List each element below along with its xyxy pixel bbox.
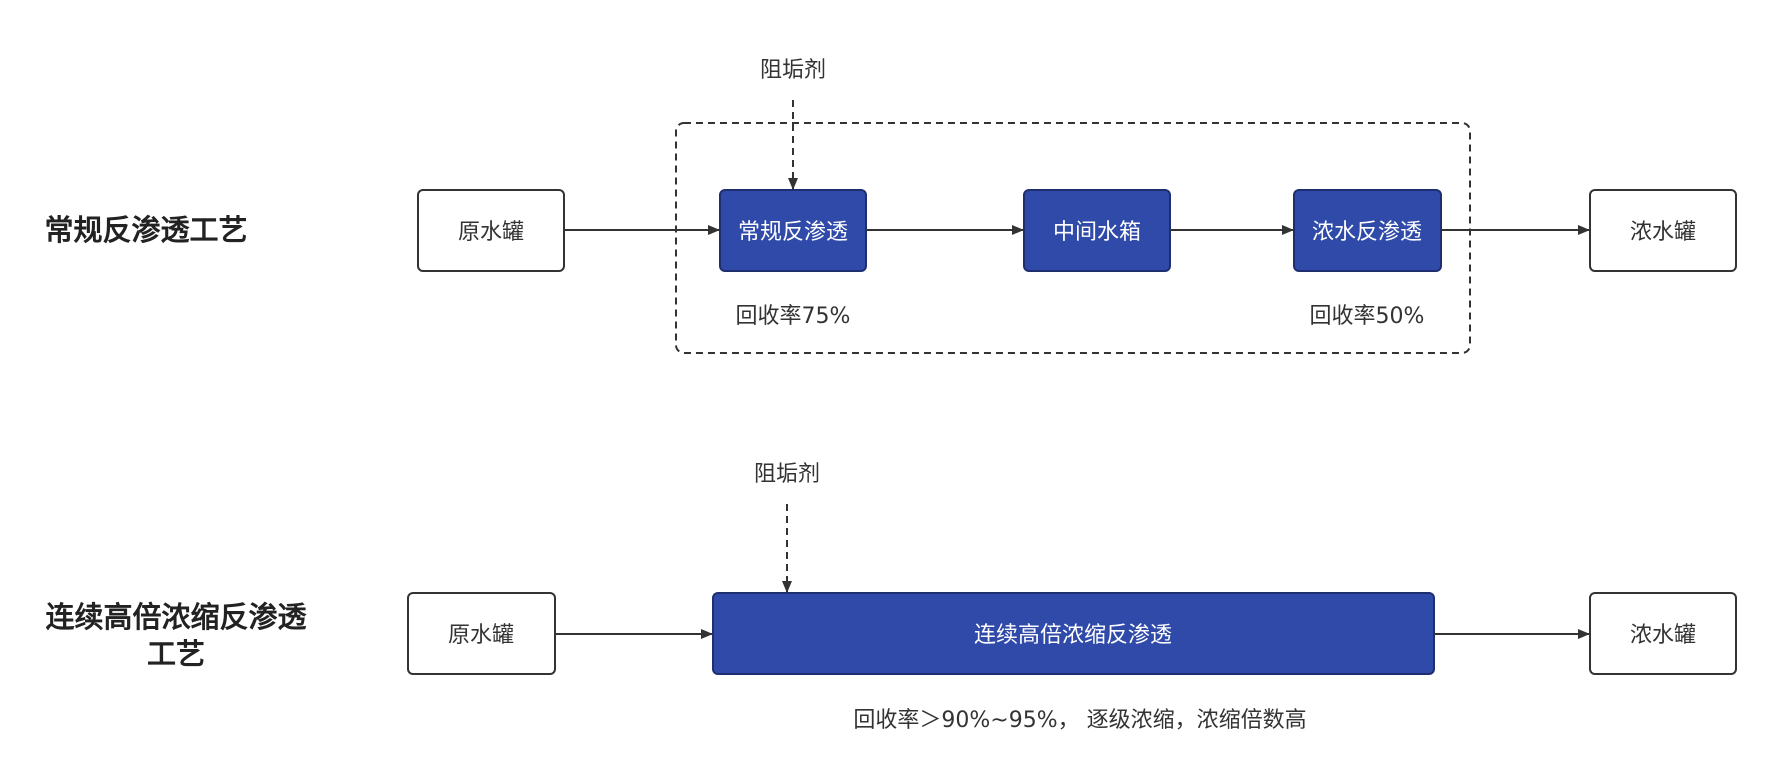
row2-raw-tank-box: 原水罐: [407, 592, 556, 675]
row1-conc-ro-recovery-note: 回收率50%: [1310, 304, 1425, 329]
row2-ccro-box: 连续高倍浓缩反渗透: [712, 592, 1435, 675]
row1-conc-ro-box: 浓水反渗透: [1293, 189, 1442, 272]
row2-title-line2: 工艺: [147, 637, 205, 671]
row2-ccro-label: 连续高倍浓缩反渗透: [974, 623, 1172, 648]
row1-ro-label: 常规反渗透: [738, 220, 848, 245]
row1-conc-tank-box: 浓水罐: [1589, 189, 1737, 272]
row1-mid-tank-box: 中间水箱: [1023, 189, 1171, 272]
row1-title: 常规反渗透工艺: [44, 213, 247, 247]
row2-raw-tank-label: 原水罐: [448, 623, 514, 648]
row1-conc-ro-label: 浓水反渗透: [1312, 220, 1422, 245]
row1-stage-group-frame: [675, 122, 1471, 354]
row1-ro-box: 常规反渗透: [719, 189, 867, 272]
row1-raw-tank-label: 原水罐: [458, 220, 524, 245]
row1-mid-tank-label: 中间水箱: [1053, 220, 1141, 245]
row2-additive-label: 阻垢剂: [754, 462, 820, 487]
row1-raw-tank-box: 原水罐: [417, 189, 565, 272]
row1-ro-recovery-note: 回收率75%: [736, 304, 851, 329]
row1-additive-label: 阻垢剂: [760, 58, 826, 83]
row2-conc-tank-label: 浓水罐: [1630, 623, 1696, 648]
row1-conc-tank-label: 浓水罐: [1630, 220, 1696, 245]
row2-conc-tank-box: 浓水罐: [1589, 592, 1737, 675]
row2-title-line1: 连续高倍浓缩反渗透: [45, 600, 307, 634]
row2-summary-note: 回收率＞90%~95%， 逐级浓缩，浓缩倍数高: [853, 708, 1306, 733]
